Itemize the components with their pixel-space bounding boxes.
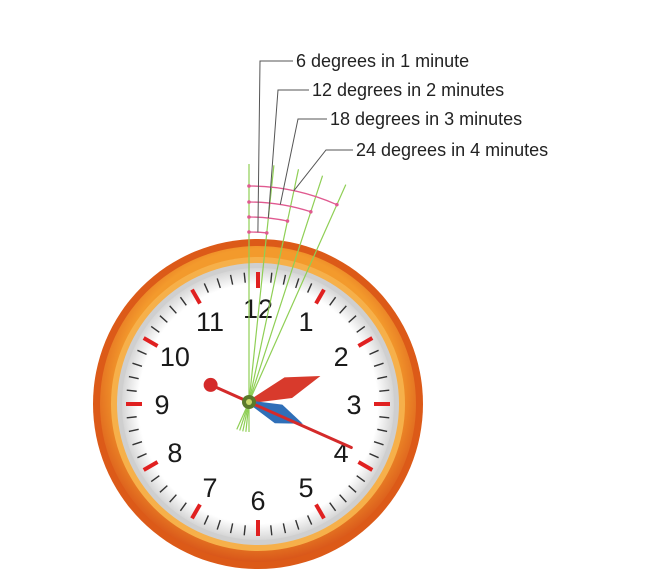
callout-1-minute: 6 degrees in 1 minute	[296, 51, 469, 71]
minute-tick	[379, 416, 390, 419]
arc-end-mark	[264, 231, 269, 235]
minute-tick	[203, 515, 210, 525]
minute-tick	[339, 305, 347, 314]
minute-tick	[377, 375, 388, 380]
angle-arcs	[247, 184, 339, 235]
arc-end-mark	[247, 230, 251, 234]
minute-tick	[356, 325, 366, 333]
callout-4-minutes: 24 degrees in 4 minutes	[356, 140, 548, 160]
hour-tick	[357, 460, 374, 472]
minute-tick	[132, 441, 143, 446]
minute-tick	[132, 362, 143, 367]
arc-end-mark	[335, 202, 339, 207]
numeral-9: 9	[154, 390, 169, 420]
numeral-2: 2	[334, 342, 349, 372]
minute-tick	[270, 272, 273, 283]
center-pin	[246, 399, 252, 405]
minute-tick	[150, 325, 160, 333]
minute-tick	[295, 519, 300, 530]
leader-line-3	[279, 118, 327, 205]
minute-tick	[159, 485, 168, 493]
minute-tick	[229, 274, 234, 285]
numeral-6: 6	[250, 486, 265, 516]
minute-tick	[373, 362, 384, 367]
minute-tick	[137, 452, 147, 459]
clock-hands	[203, 376, 353, 450]
minute-tick	[150, 475, 160, 483]
callout-3-minutes: 18 degrees in 3 minutes	[330, 109, 522, 129]
minute-tick	[128, 428, 139, 433]
minute-tick	[216, 278, 221, 289]
minute-tick	[379, 389, 390, 392]
leader-line-4	[293, 149, 353, 192]
minute-tick	[373, 441, 384, 446]
minute-tick	[169, 305, 177, 314]
minute-tick	[169, 494, 177, 503]
arc-end-mark	[247, 184, 251, 188]
callout-2-minutes: 12 degrees in 2 minutes	[312, 80, 504, 100]
numeral-7: 7	[202, 473, 217, 503]
minute-tick	[126, 416, 137, 419]
hour-tick	[142, 336, 159, 348]
leader-line-1	[257, 60, 293, 233]
minute-tick	[356, 475, 366, 483]
minute-tick	[348, 315, 357, 323]
angle-rays	[236, 164, 347, 432]
minute-tick	[282, 274, 287, 285]
minute-tick	[306, 283, 313, 293]
minute-tick	[126, 389, 137, 392]
hour-tick	[314, 503, 326, 520]
minute-tick	[377, 428, 388, 433]
minute-tick	[137, 349, 147, 356]
minute-tick	[295, 278, 300, 289]
callout-leaders	[257, 60, 353, 233]
minute-tick	[216, 519, 221, 530]
second-hand-counterweight	[203, 377, 218, 392]
minute-tick	[339, 494, 347, 503]
numeral-8: 8	[167, 438, 182, 468]
minute-tick	[179, 296, 187, 306]
minute-tick	[243, 272, 246, 283]
minute-tick	[179, 502, 187, 512]
minute-tick	[369, 349, 379, 356]
minute-tick	[329, 502, 337, 512]
hour-hand	[243, 376, 321, 405]
leader-line-2	[267, 89, 309, 219]
minute-ticks	[126, 272, 390, 536]
second-hand	[212, 385, 353, 450]
minute-tick	[329, 296, 337, 306]
angle-ray-24-deg	[236, 184, 347, 430]
numeral-1: 1	[298, 307, 313, 337]
minute-tick	[369, 452, 379, 459]
minute-tick	[282, 523, 287, 534]
minute-tick	[270, 525, 273, 536]
minute-tick	[306, 515, 313, 525]
minute-tick	[128, 375, 139, 380]
arc-end-mark	[285, 219, 290, 223]
hour-tick	[314, 288, 326, 305]
minute-tick	[348, 485, 357, 493]
hour-tick	[142, 460, 159, 472]
arc-end-mark	[309, 209, 313, 214]
minute-tick	[229, 523, 234, 534]
numeral-3: 3	[346, 390, 361, 420]
minute-tick	[203, 283, 210, 293]
hour-tick	[357, 336, 374, 348]
numeral-11: 11	[196, 307, 224, 337]
minute-tick	[159, 315, 168, 323]
angle-ray-18-deg	[239, 175, 324, 431]
numeral-10: 10	[160, 342, 190, 372]
arc-end-mark	[247, 200, 251, 204]
arc-end-mark	[247, 215, 251, 219]
minute-tick	[243, 525, 246, 536]
angle-ray-12-deg	[242, 169, 300, 432]
angle-arc-18-deg	[248, 201, 312, 213]
hour-tick	[190, 503, 202, 520]
numeral-5: 5	[298, 473, 313, 503]
hour-tick	[190, 288, 202, 305]
